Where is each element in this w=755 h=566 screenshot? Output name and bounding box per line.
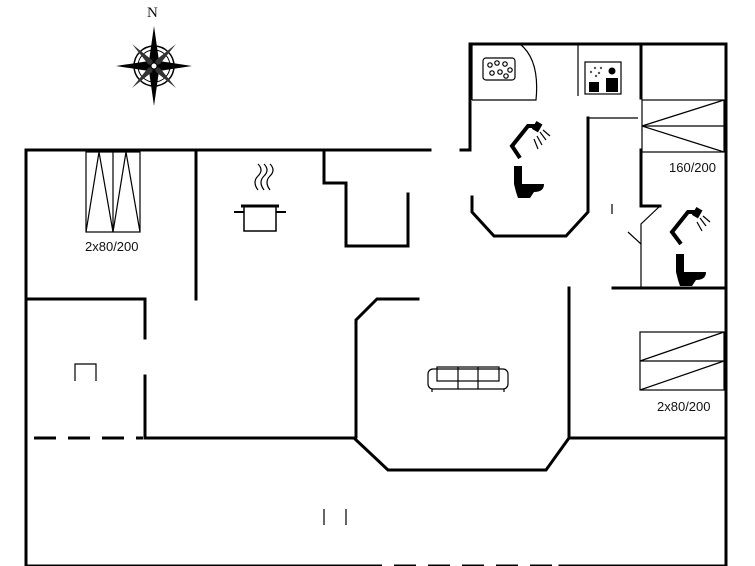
- bedroom-bottom-right: 2x80/200: [639, 331, 725, 414]
- sauna-icon: [584, 61, 622, 95]
- kitchen: [234, 163, 286, 232]
- cooking-pot-icon: [234, 163, 286, 232]
- walls: [24, 42, 728, 566]
- compass: N: [116, 5, 192, 106]
- bed-size-label: 2x80/200: [85, 239, 139, 254]
- shower-icon: [669, 207, 711, 246]
- sofa-icon: [427, 366, 509, 392]
- living-room: [427, 366, 509, 392]
- terrace-posts: [323, 509, 347, 525]
- bed-size-label: 160/200: [669, 160, 716, 175]
- bedroom-top-right: 160/200: [641, 99, 725, 175]
- cabinet-icon: [74, 363, 97, 381]
- bed-size-label: 2x80/200: [657, 399, 711, 414]
- bathroom-small: [669, 207, 711, 286]
- bathroom-main: [471, 43, 622, 198]
- twin-bed-icon: [85, 151, 141, 233]
- twin-bed-icon: [639, 331, 725, 391]
- whirlpool-icon: [471, 43, 538, 101]
- compass-north-label: N: [147, 5, 158, 21]
- compass-rose-icon: [116, 26, 192, 106]
- shower-icon: [509, 121, 551, 160]
- bedroom-left: 2x80/200: [85, 151, 141, 254]
- toilet-icon: [514, 166, 544, 198]
- toilet-icon: [676, 254, 706, 286]
- double-bed-icon: [641, 99, 725, 153]
